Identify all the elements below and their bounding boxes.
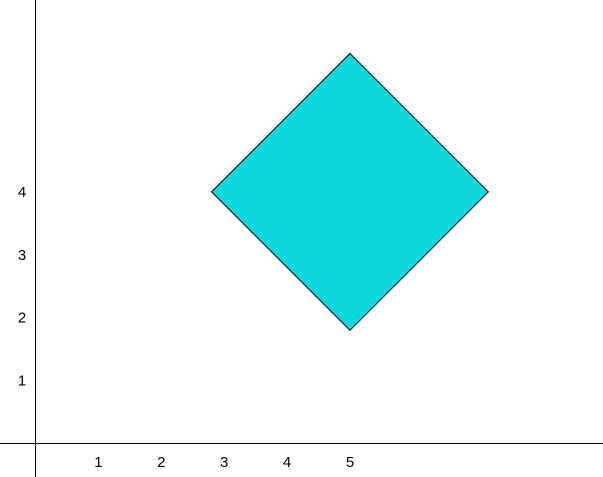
y-tick-label: 2 (18, 310, 26, 327)
x-tick-label: 1 (94, 454, 102, 471)
diamond-shape (210, 52, 490, 332)
y-tick-label: 4 (18, 184, 26, 201)
y-tick-label: 1 (18, 373, 26, 390)
x-tick-label: 3 (220, 454, 228, 471)
x-tick-label: 4 (283, 454, 291, 471)
x-tick-labels: 1 2 3 4 5 (94, 454, 354, 471)
x-tick-label: 5 (346, 454, 354, 471)
y-tick-labels: 1 2 3 4 (18, 184, 26, 390)
y-tick-label: 3 (18, 247, 26, 264)
x-tick-label: 2 (157, 454, 165, 471)
